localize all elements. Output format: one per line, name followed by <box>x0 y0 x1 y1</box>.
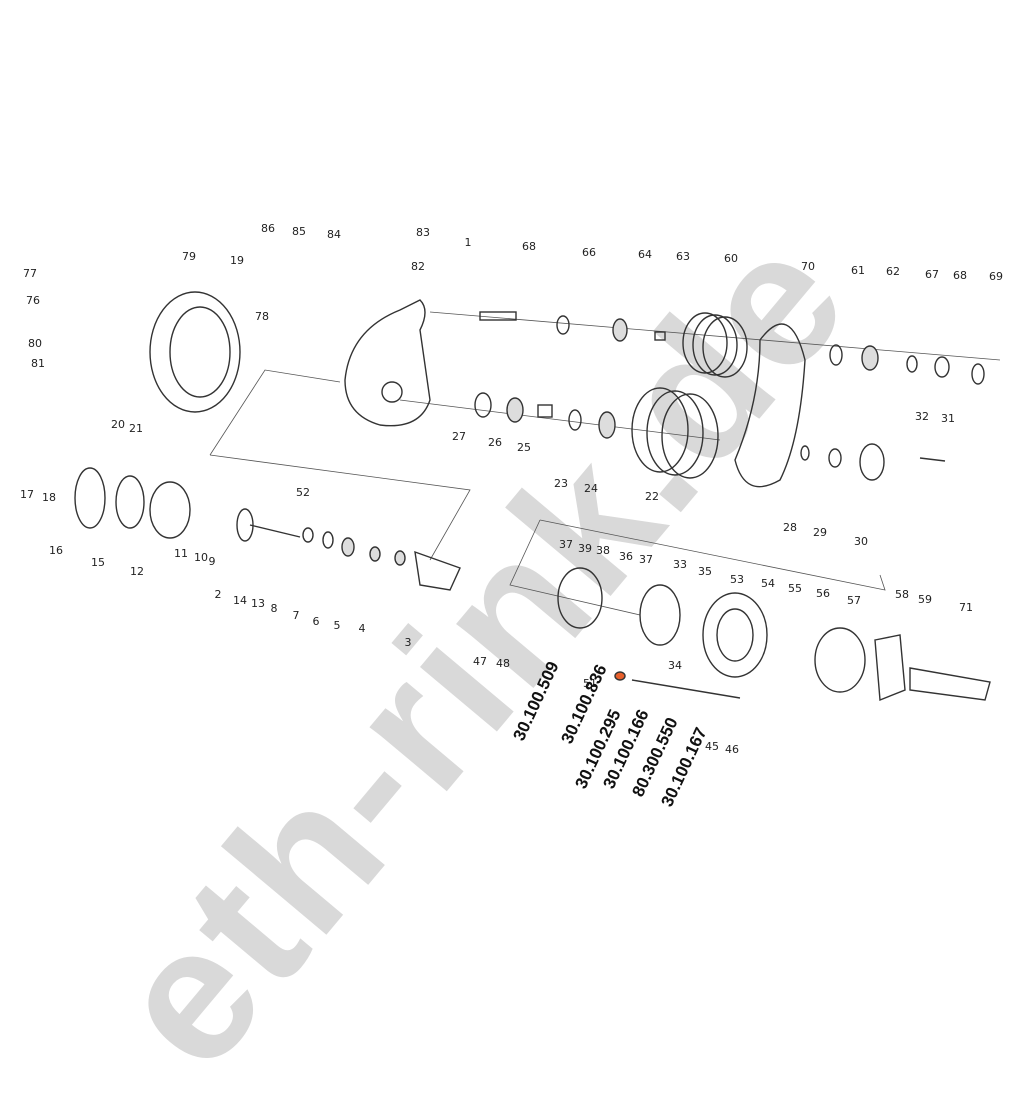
callout-label: 45 <box>705 740 719 753</box>
callout-label: 62 <box>886 265 900 278</box>
callout-label: 82 <box>411 260 425 273</box>
assembly-outlines <box>74 291 1001 702</box>
housing-19 <box>149 291 241 413</box>
callout-label: 30 <box>854 535 868 548</box>
callout-label: 7 <box>293 609 300 622</box>
callout-label: 54 <box>761 577 775 590</box>
callout-label: 37 <box>559 538 573 551</box>
callout-label: 18 <box>42 491 56 504</box>
callout-label: 68 <box>953 269 967 282</box>
callout-label: 67 <box>925 268 939 281</box>
callout-label: 12 <box>130 565 144 578</box>
callout-label: 80 <box>28 337 42 350</box>
callout-label: 9 <box>209 555 216 568</box>
callout-label: 84 <box>327 228 341 241</box>
callout-label: 56 <box>816 587 830 600</box>
v-belt-70 <box>734 323 806 488</box>
callout-label: 15 <box>91 556 105 569</box>
callout-label: 51 <box>583 677 597 690</box>
callout-label: 33 <box>673 558 687 571</box>
callout-label: 68 <box>522 240 536 253</box>
callout-label: 27 <box>452 430 466 443</box>
callout-label: 61 <box>851 264 865 277</box>
callout-label: 11 <box>174 547 188 560</box>
callout-label: 22 <box>645 490 659 503</box>
callout-label: 37 <box>639 553 653 566</box>
callout-label: 69 <box>989 270 1003 283</box>
callout-label: 31 <box>941 412 955 425</box>
callout-label: 81 <box>31 357 45 370</box>
callout-label: 21 <box>129 422 143 435</box>
callout-label: 71 <box>959 601 973 614</box>
callout-label: 39 <box>578 542 592 555</box>
callout-label: 19 <box>230 254 244 267</box>
callout-label: 79 <box>182 250 196 263</box>
callout-label: 28 <box>783 521 797 534</box>
callout-label: 24 <box>584 482 598 495</box>
callout-label: 38 <box>596 544 610 557</box>
callout-label: 26 <box>488 436 502 449</box>
callout-label: 63 <box>676 250 690 263</box>
callout-label: 66 <box>582 246 596 259</box>
callout-label: 47 <box>473 655 487 668</box>
callout-label: 83 <box>416 226 430 239</box>
callout-label: 25 <box>517 441 531 454</box>
callout-label: 60 <box>724 252 738 265</box>
callout-label: 46 <box>725 743 739 756</box>
callout-label: 48 <box>496 657 510 670</box>
callout-label: 36 <box>619 550 633 563</box>
callout-label: 1 <box>465 236 472 249</box>
callout-label: 53 <box>730 573 744 586</box>
callout-label: 85 <box>292 225 306 238</box>
callout-label: 4 <box>359 622 366 635</box>
callout-label: 59 <box>918 593 932 606</box>
callout-label: 57 <box>847 594 861 607</box>
callout-label: 52 <box>296 486 310 499</box>
part-number-labels: 30.100.50930.100.83630.100.29530.100.166… <box>509 659 710 810</box>
callout-label: 64 <box>638 248 652 261</box>
callout-label: 35 <box>698 565 712 578</box>
callout-label: 23 <box>554 477 568 490</box>
callout-label: 16 <box>49 544 63 557</box>
callout-label: 70 <box>801 260 815 273</box>
callout-label: 86 <box>261 222 275 235</box>
callout-label: 76 <box>26 294 40 307</box>
callout-label: 8 <box>271 602 278 615</box>
callout-label: 20 <box>111 418 125 431</box>
callout-label: 55 <box>788 582 802 595</box>
callout-label: 3 <box>405 636 412 649</box>
part-number: 30.100.509 <box>509 659 562 744</box>
callout-label: 13 <box>251 597 265 610</box>
callout-label: 29 <box>813 526 827 539</box>
pulley-22 <box>631 387 689 473</box>
callout-label: 78 <box>255 310 269 323</box>
callout-label: 17 <box>20 488 34 501</box>
callout-label: 6 <box>313 615 320 628</box>
callout-label: 2 <box>215 588 222 601</box>
callout-label: 34 <box>668 659 682 672</box>
callout-label: 14 <box>233 594 247 607</box>
callout-label: 77 <box>23 267 37 280</box>
cover-1 <box>344 299 431 427</box>
callout-label: 32 <box>915 410 929 423</box>
callout-label: 58 <box>895 588 909 601</box>
callout-label: 5 <box>334 619 341 632</box>
callout-label: 10 <box>194 551 208 564</box>
